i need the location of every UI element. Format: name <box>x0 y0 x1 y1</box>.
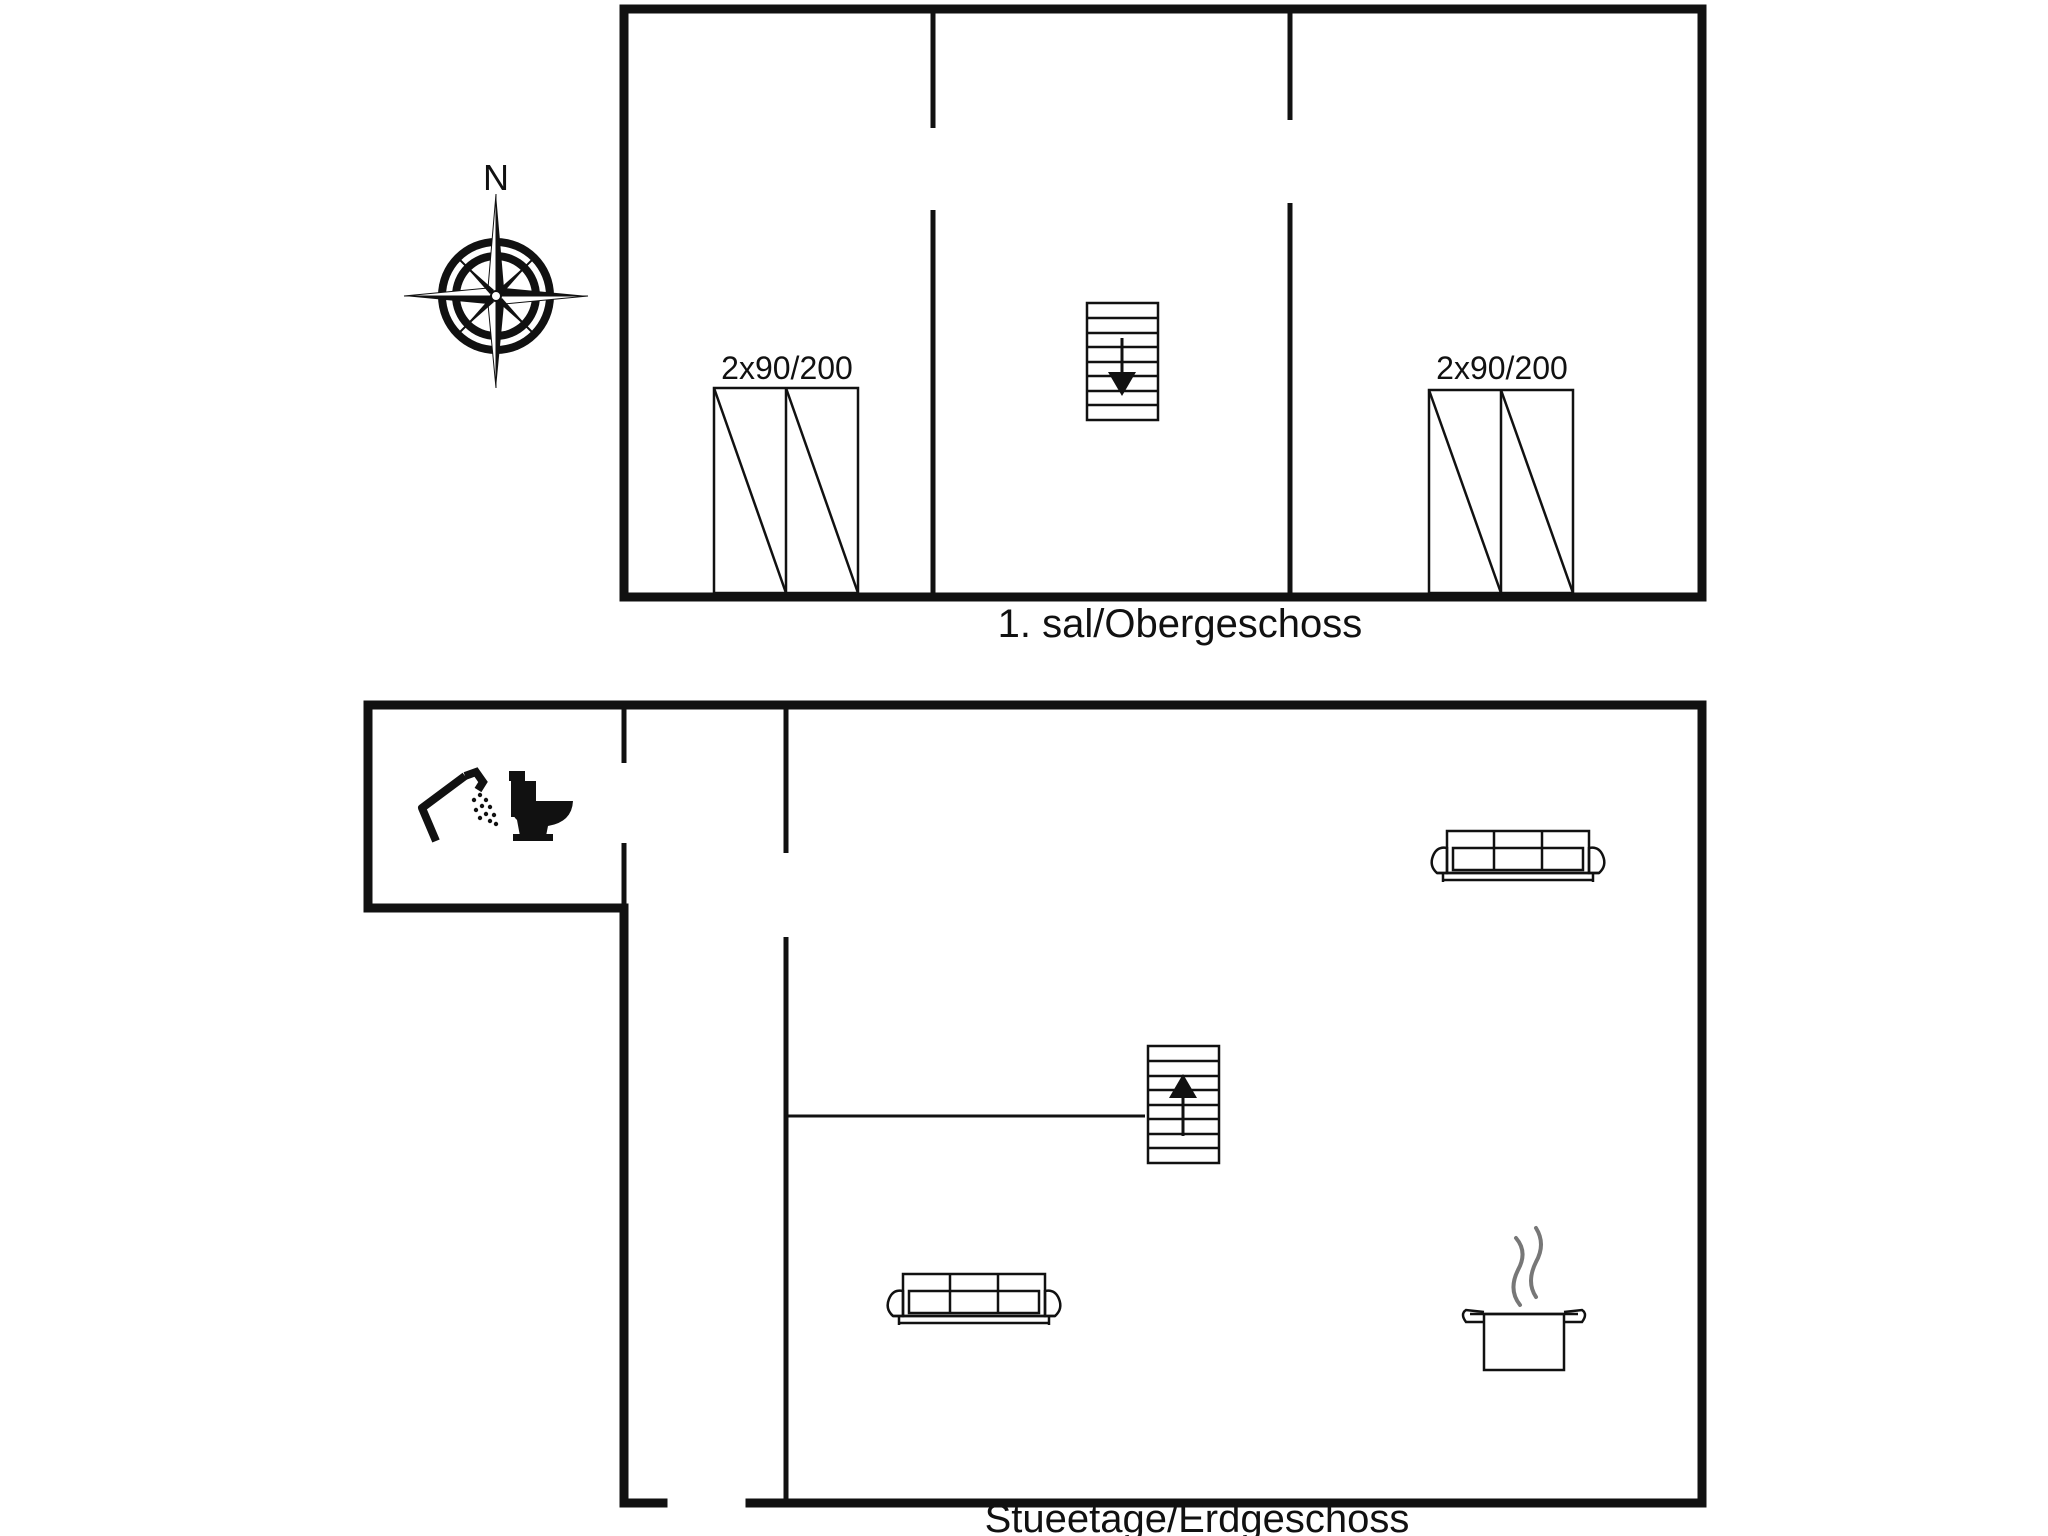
sofa-icon <box>886 1272 1062 1325</box>
bed-label-right: 2x90/200 <box>1436 350 1568 386</box>
bed-label-left: 2x90/200 <box>721 350 853 386</box>
stairs-up-icon <box>1146 1044 1221 1165</box>
upper-floor: 2x90/200 2x90/200 <box>619 4 1707 646</box>
ground-floor: Stueetage/Erdgeschoss <box>363 700 1707 1536</box>
twin-bed-icon <box>1427 388 1575 595</box>
compass-north-label: N <box>483 157 509 198</box>
upper-floor-outline <box>619 4 1707 602</box>
sofa-icon <box>1430 829 1606 882</box>
twin-bed-icon <box>712 386 860 595</box>
shower-icon <box>418 767 499 843</box>
twin-bed-right: 2x90/200 <box>1427 350 1575 595</box>
upper-floor-label: 1. sal/Obergeschoss <box>998 602 1363 646</box>
cooking-pot-icon <box>1461 1226 1587 1372</box>
compass-rose-icon: N <box>403 157 589 389</box>
stairs-down-icon <box>1085 301 1160 422</box>
twin-bed-left: 2x90/200 <box>712 350 860 595</box>
toilet-icon <box>509 771 573 841</box>
ground-floor-outline <box>363 700 1707 1508</box>
ground-floor-label: Stueetage/Erdgeschoss <box>985 1497 1410 1536</box>
